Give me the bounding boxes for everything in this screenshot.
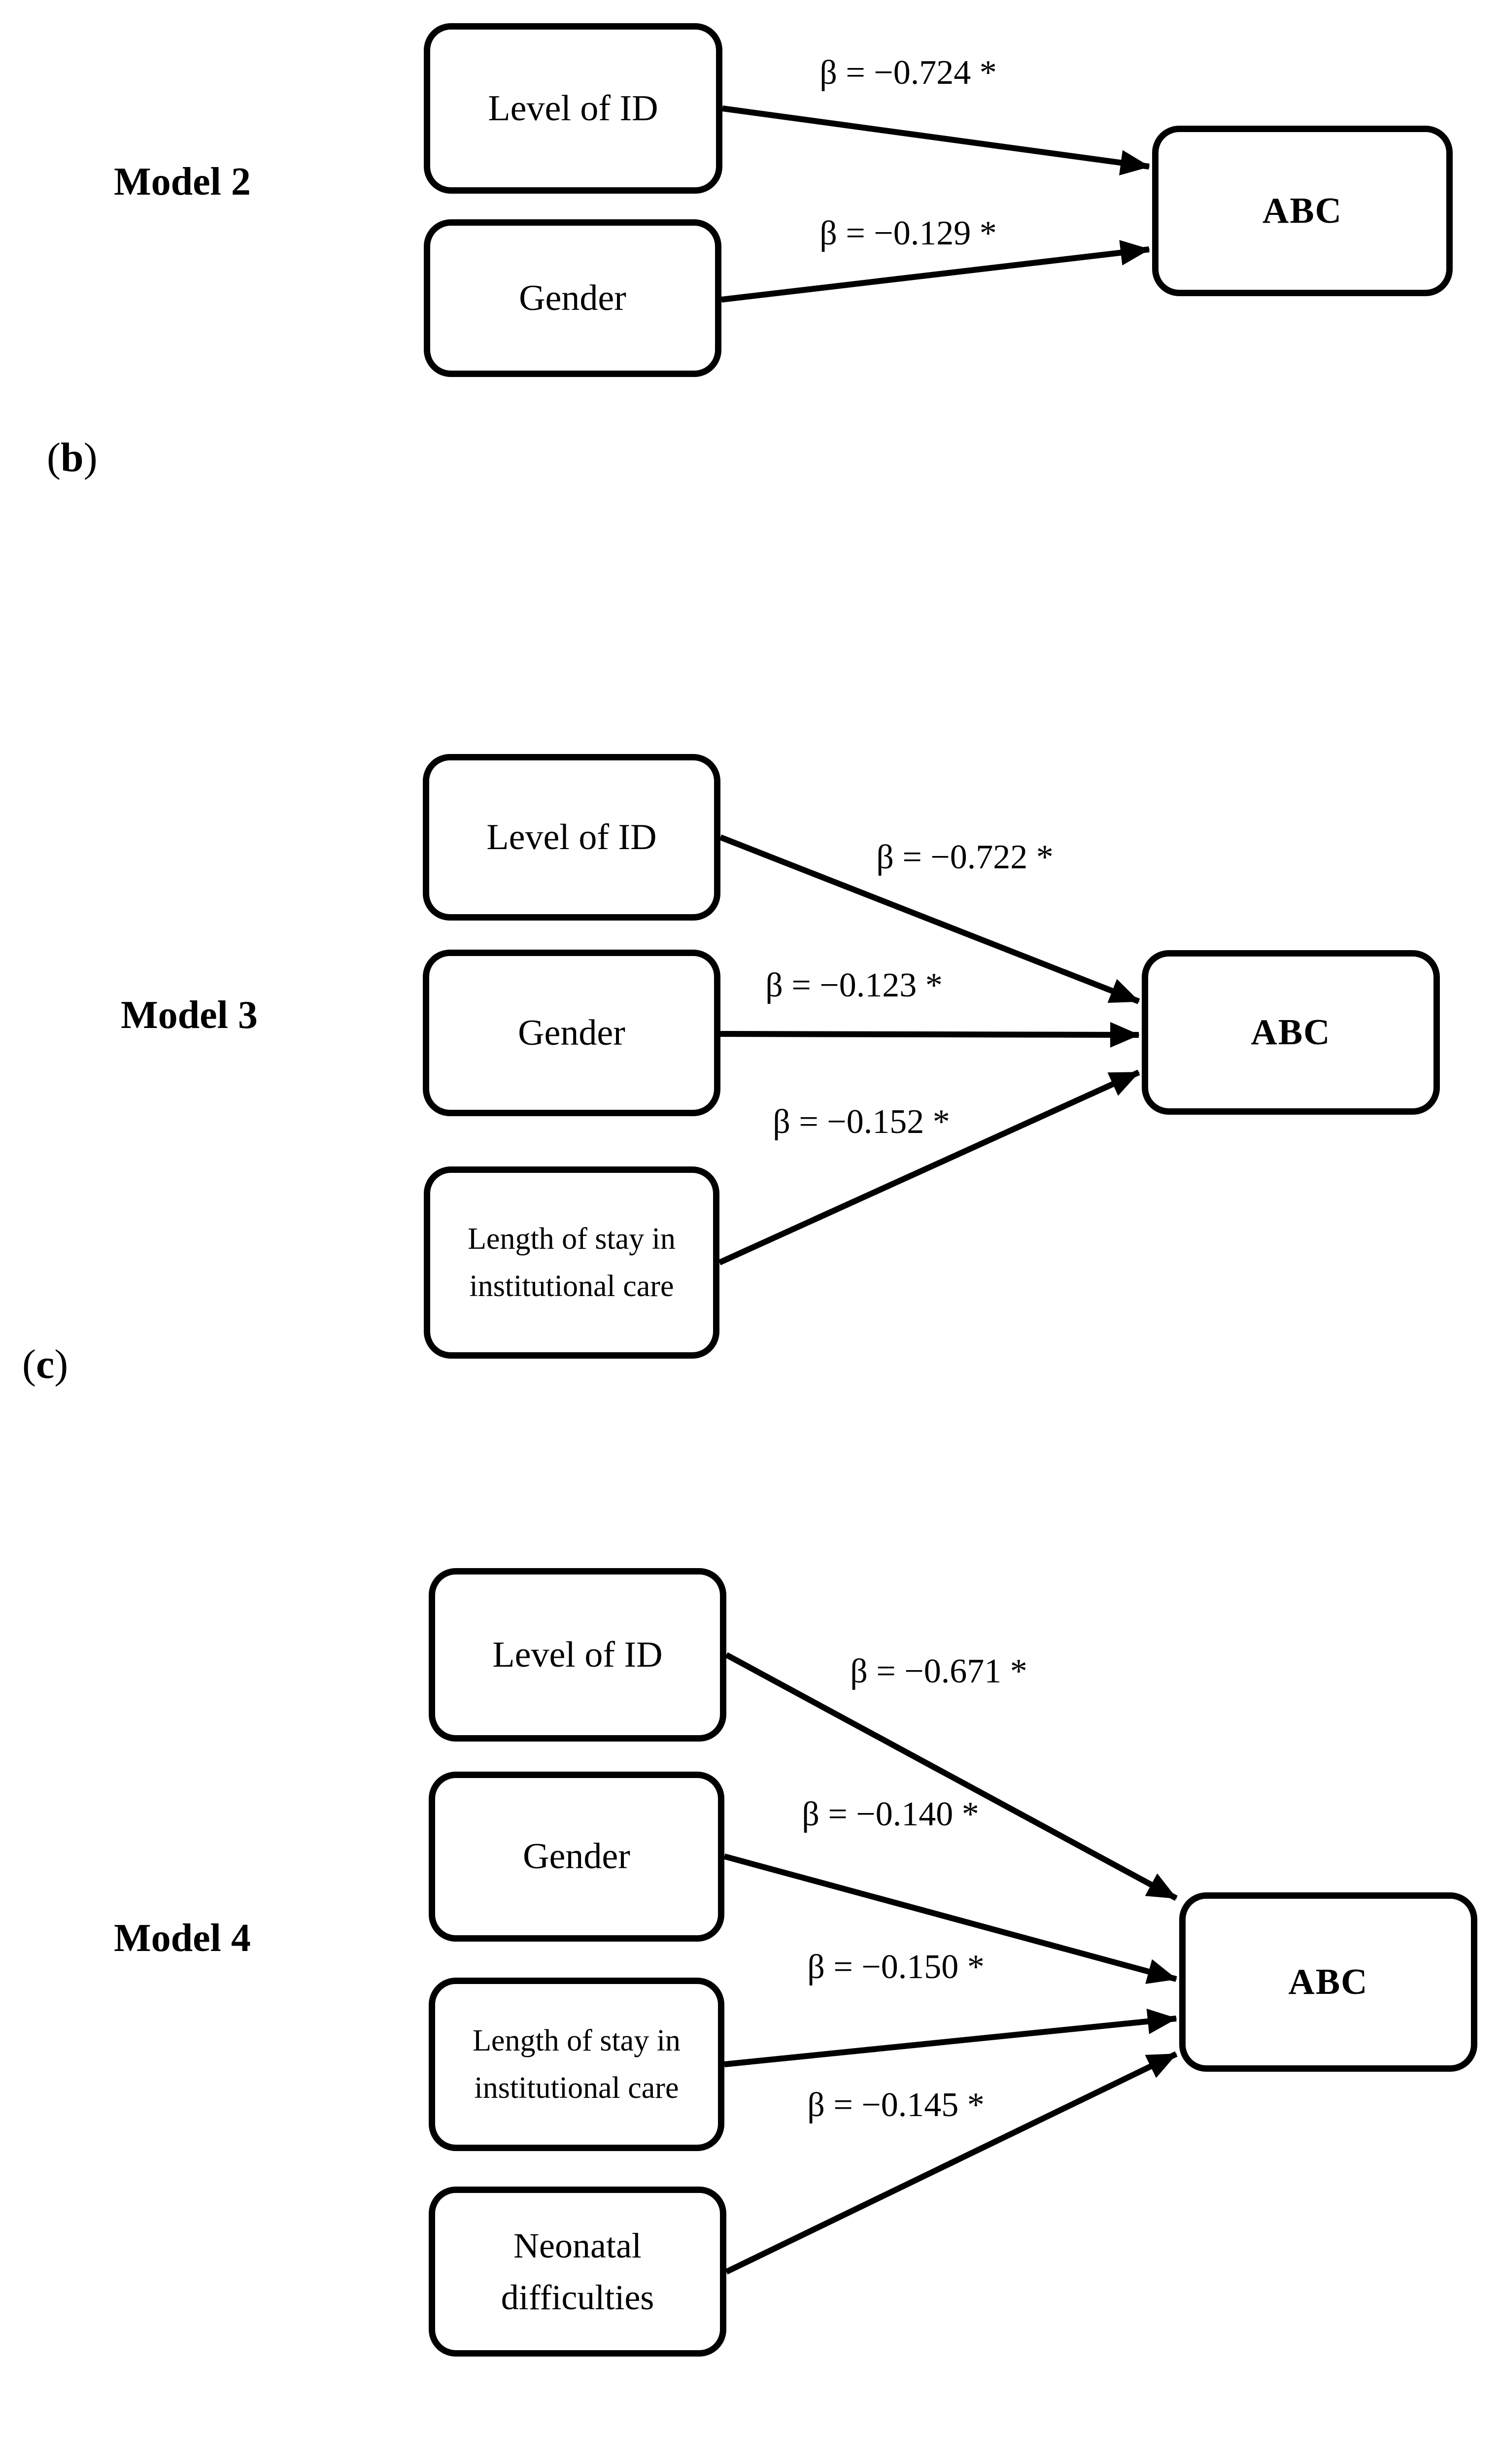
model2-node-abc-label: ABC [1262,190,1343,231]
panel-tag-c-close: ) [54,1341,68,1387]
panel-tag-b-close: ) [83,435,98,480]
model2-title: Model 2 [114,160,251,204]
arrow-model2-levelid-abc [722,105,1150,175]
panel-tag-c: (c) [22,1340,68,1388]
model3-beta-length: β = −0.152 * [773,1103,950,1141]
panel-tag-b-letter: b [60,435,84,480]
model3-node-abc: ABC [1142,950,1440,1115]
panel-tag-b-open: ( [47,435,61,480]
model4-beta-levelid: β = −0.671 * [850,1652,1027,1690]
model4-node-gender: Gender [429,1772,724,1942]
arrow-model3-length-abc [718,1069,1140,1266]
panel-tag-c-open: ( [22,1341,36,1387]
panel-tag-c-letter: c [35,1341,55,1387]
model4-node-neonatal-label: Neonatal difficulties [501,2226,654,2317]
model2-beta-gender: β = −0.129 * [819,214,997,252]
model4-node-gender-label: Gender [523,1836,630,1877]
model3-title: Model 3 [121,993,258,1037]
model2-beta-levelid: β = −0.724 * [819,54,997,92]
arrow-model4-length-abc [724,2008,1177,2067]
model4-node-length-of-stay: Length of stay in institutional care [429,1978,724,2151]
model2-node-level-of-id: Level of ID [424,23,722,194]
model3-beta-gender: β = −0.123 * [765,966,943,1004]
model4-beta-gender: β = −0.140 * [802,1795,979,1833]
model2-node-gender: Gender [424,219,721,377]
model3-node-gender: Gender [423,950,720,1116]
model4-node-level-of-id-label: Level of ID [492,1634,663,1675]
model4-node-abc: ABC [1179,1892,1477,2072]
model2-node-gender-label: Gender [519,277,626,318]
model3-node-abc-label: ABC [1251,1012,1331,1053]
model3-beta-levelid: β = −0.722 * [876,838,1054,876]
arrow-model2-gender-abc [721,240,1150,303]
model3-node-level-of-id-label: Level of ID [486,817,657,857]
model3-node-gender-label: Gender [518,1012,625,1053]
model2-node-level-of-id-label: Level of ID [488,88,658,129]
model3-node-level-of-id: Level of ID [423,754,720,921]
model4-node-neonatal: Neonatal difficulties [429,2187,726,2357]
arrow-model4-levelid-abc [725,1652,1178,1901]
model3-node-length-of-stay-label: Length of stay in institutional care [468,1222,676,1303]
arrow-model3-gender-abc [720,1022,1140,1048]
model2-node-abc: ABC [1152,126,1453,296]
model4-node-level-of-id: Level of ID [429,1568,726,1742]
model4-beta-length: β = −0.150 * [807,1948,985,1986]
panel-tag-b: (b) [47,434,98,481]
model3-node-length-of-stay: Length of stay in institutional care [424,1166,719,1359]
model4-node-abc-label: ABC [1288,1961,1368,2002]
model4-beta-neonatal: β = −0.145 * [807,2086,985,2124]
model4-node-length-of-stay-label: Length of stay in institutional care [473,2023,681,2105]
model4-title: Model 4 [114,1916,251,1960]
